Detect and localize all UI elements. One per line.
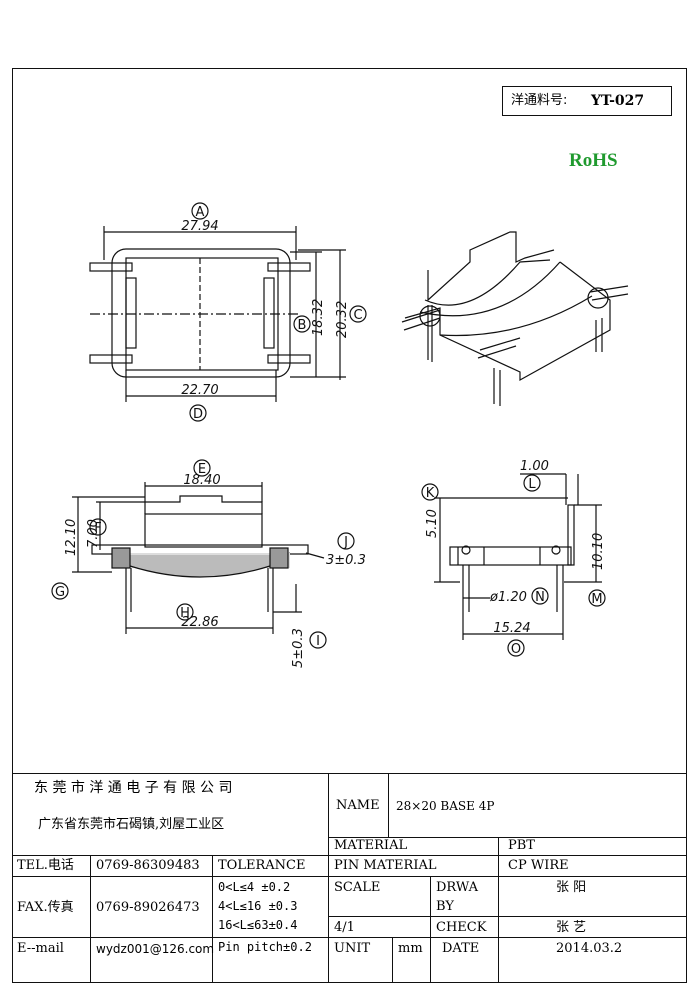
dim-f-value: 7.00 xyxy=(86,519,101,548)
dim-d-value: 22.70 xyxy=(181,383,218,398)
name-label: NAME xyxy=(336,798,380,813)
part-number-label: 洋通料号: xyxy=(511,93,568,108)
dim-a-value: 27.94 xyxy=(181,219,218,234)
isometric-view xyxy=(401,231,629,406)
dim-k-value: 5.10 xyxy=(425,509,440,538)
rohs-mark: RoHS xyxy=(569,150,618,171)
material-value: PBT xyxy=(508,838,535,853)
material-label: MATERIAL xyxy=(334,838,408,853)
dim-o-value: 15.24 xyxy=(493,621,530,636)
tolerance-2: 4<L≤16 ±0.3 xyxy=(218,899,298,913)
dim-i-label: I xyxy=(316,634,320,649)
dim-o-label: O xyxy=(511,642,521,657)
part-name: 28×20 BASE 4P xyxy=(396,799,495,813)
tolerance-3: 16<L≤63±0.4 xyxy=(218,918,298,932)
top-view xyxy=(89,226,346,402)
checked-by-value: 张 艺 xyxy=(556,920,587,935)
unit-label: UNIT xyxy=(334,941,371,956)
company-address: 广东省东莞市石碣镇,刘屋工业区 xyxy=(38,817,225,832)
dim-b-value: 18.32 xyxy=(311,299,326,336)
date-label: DATE xyxy=(442,941,480,956)
tolerance-1: 0<L≤4 ±0.2 xyxy=(218,880,291,894)
dim-c-value: 20.32 xyxy=(335,301,350,338)
unit-value: mm xyxy=(398,941,423,956)
check-label: CHECK xyxy=(436,920,487,935)
drawn-by-value: 张 阳 xyxy=(556,880,587,895)
part-number: YT-027 xyxy=(591,93,645,109)
scale-value: 4/1 xyxy=(334,920,355,935)
tel-value: 0769-86309483 xyxy=(96,858,200,873)
dim-b-label: B xyxy=(298,318,307,333)
dim-h-value: 22.86 xyxy=(181,615,218,630)
drawn-label-by: BY xyxy=(436,899,454,914)
dim-e-label: E xyxy=(198,462,206,477)
part-number-box: 洋通料号: YT-027 xyxy=(502,86,672,116)
dimension-labels: A 27.94 B 18.32 C 20.32 D 22.70 E 18.40 … xyxy=(51,202,606,668)
email-value: wydz001@126.com xyxy=(96,942,215,956)
dim-g-label: G xyxy=(55,585,65,600)
pin-material-label: PIN MATERIAL xyxy=(334,858,437,873)
dim-a-label: A xyxy=(196,205,205,220)
dim-d-label: D xyxy=(193,407,203,422)
drawing-frame xyxy=(12,68,687,983)
company-name: 东 莞 市 洋 通 电 子 有 限 公 司 xyxy=(34,780,233,796)
drawn-label: DRWA xyxy=(436,880,479,895)
dim-k-label: K xyxy=(426,486,435,501)
dim-l-label: L xyxy=(528,477,536,492)
date-value: 2014.03.2 xyxy=(556,941,623,956)
dim-g-value: 12.10 xyxy=(64,519,79,556)
dim-m-label: M xyxy=(591,592,602,607)
dim-l-value: 1.00 xyxy=(520,459,549,474)
email-label: E--mail xyxy=(17,941,64,956)
fax-value: 0769-89026473 xyxy=(96,900,200,915)
tolerance-pin-pitch: Pin pitch±0.2 xyxy=(218,940,312,954)
dim-i-value: 5±0.3 xyxy=(291,628,306,668)
side-view xyxy=(434,473,602,640)
fax-label: FAX.传真 xyxy=(17,900,74,915)
tel-label: TEL.电话 xyxy=(17,858,74,873)
dim-c-label: C xyxy=(353,308,362,323)
dim-m-value: 10.10 xyxy=(591,533,606,570)
dim-j-label: J xyxy=(343,535,348,550)
dim-n-label: N xyxy=(535,590,545,605)
dim-h-label: H xyxy=(180,606,190,621)
dim-j-value: 3±0.3 xyxy=(326,553,366,568)
scale-label: SCALE xyxy=(334,880,381,895)
front-view xyxy=(72,482,325,634)
dim-n-value: ø1.20 xyxy=(489,590,527,605)
dim-f-label: F xyxy=(94,521,101,536)
dim-e-value: 18.40 xyxy=(183,473,220,488)
pin-material-value: CP WIRE xyxy=(508,858,569,873)
tolerance-label: TOLERANCE xyxy=(218,858,306,873)
